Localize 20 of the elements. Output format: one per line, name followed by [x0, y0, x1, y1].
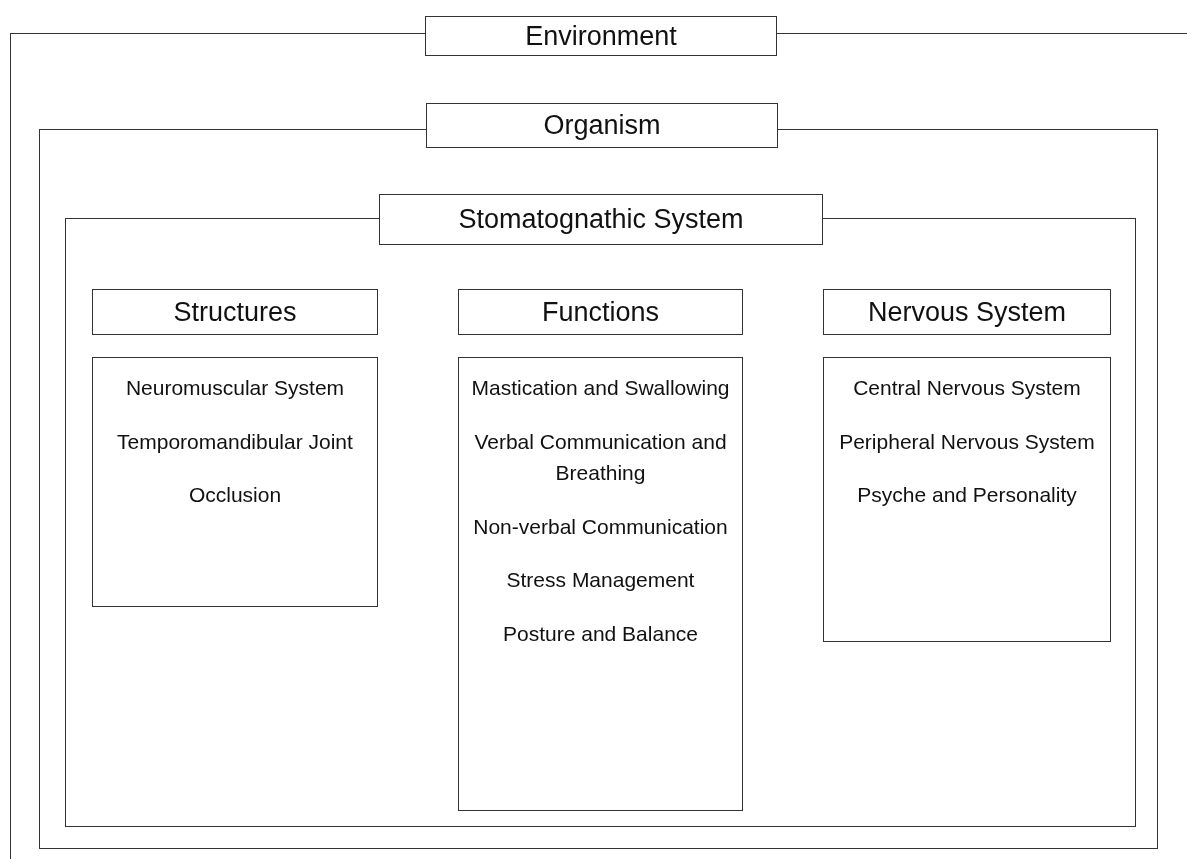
list-item: Stress Management — [505, 567, 696, 593]
list-item: Psyche and Personality — [856, 482, 1078, 508]
frame-heading: Environment — [425, 16, 777, 56]
list-item: Central Nervous System — [852, 375, 1082, 401]
frame-heading: Stomatognathic System — [379, 194, 823, 245]
list-item: Neuromuscular System — [124, 375, 346, 401]
heading-box: Nervous System — [823, 289, 1111, 335]
list-box — [92, 357, 378, 607]
list-box — [823, 357, 1111, 642]
list-item: Verbal Communication and Breathing — [473, 428, 728, 486]
list-item: Non-verbal Communication — [472, 513, 729, 540]
list-box — [458, 357, 743, 811]
heading-box: Structures — [92, 289, 378, 335]
list-item: Peripheral Nervous System — [838, 428, 1096, 455]
heading-box: Functions — [458, 289, 743, 335]
list-item: Occlusion — [187, 482, 283, 508]
list-item: Mastication and Swallowing — [470, 375, 731, 401]
list-item: Posture and Balance — [502, 620, 699, 647]
list-item: Temporomandibular Joint — [116, 428, 354, 455]
frame-heading: Organism — [426, 103, 778, 148]
